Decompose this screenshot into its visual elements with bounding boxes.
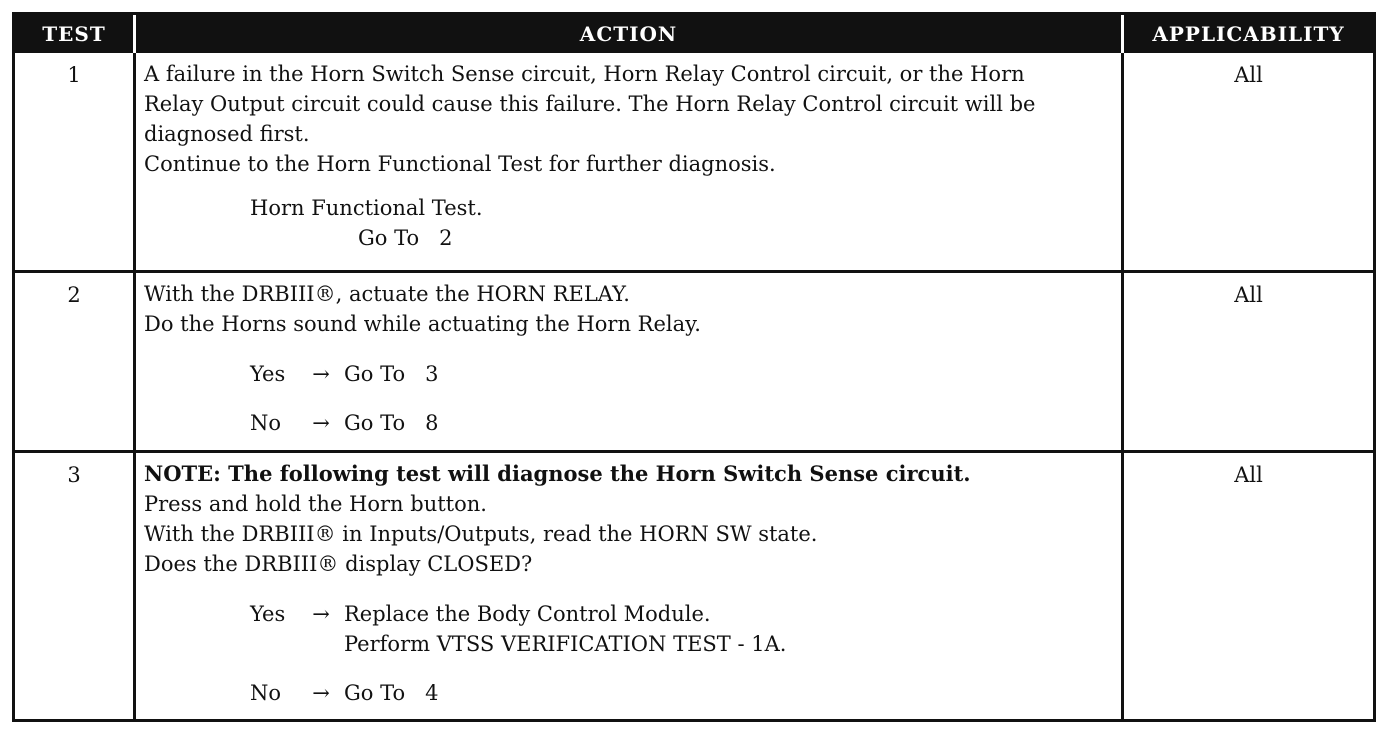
header-action: ACTION xyxy=(136,15,1121,53)
applicability-value: All xyxy=(1234,63,1263,87)
action-cell: With the DRBIII®, actuate the HORN RELAY… xyxy=(136,273,1121,450)
diagnostic-table: TEST ACTION APPLICABILITY 1 A failure in… xyxy=(12,12,1376,722)
action-text: Press and hold the Horn button. xyxy=(144,492,487,516)
action-text: Do the Horns sound while actuating the H… xyxy=(144,312,701,336)
action-text: diagnosed first. xyxy=(144,122,310,146)
step-title: Horn Functional Test. xyxy=(250,196,483,220)
step-goto: Go To 2 xyxy=(358,226,453,250)
option-yes: Yes → Go To 3 xyxy=(250,359,1121,389)
test-number: 2 xyxy=(67,283,81,307)
note-text: NOTE: The following test will diagnose t… xyxy=(144,461,971,486)
action-text: Continue to the Horn Functional Test for… xyxy=(144,152,776,176)
column-divider xyxy=(1121,53,1124,719)
action-text: With the DRBIII® in Inputs/Outputs, read… xyxy=(144,522,818,546)
row-divider xyxy=(15,450,1373,453)
arrow-icon: → xyxy=(312,602,330,626)
action-text: Does the DRBIII® display CLOSED? xyxy=(144,552,533,576)
arrow-icon: → xyxy=(312,411,330,435)
arrow-icon: → xyxy=(312,681,330,705)
arrow-icon: → xyxy=(312,362,330,386)
option-yes: Yes → Replace the Body Control Module. P… xyxy=(250,599,1121,659)
header-test: TEST xyxy=(15,15,133,53)
row-divider xyxy=(15,270,1373,273)
option-no: No → Go To 4 xyxy=(250,678,1121,708)
column-divider xyxy=(133,53,136,719)
action-text: With the DRBIII®, actuate the HORN RELAY… xyxy=(144,282,630,306)
option-no: No → Go To 8 xyxy=(250,408,1121,438)
action-text: Relay Output circuit could cause this fa… xyxy=(144,92,1036,116)
test-number: 3 xyxy=(67,463,81,487)
test-number: 1 xyxy=(67,63,81,87)
header-applicability: APPLICABILITY xyxy=(1124,15,1373,53)
action-text: A failure in the Horn Switch Sense circu… xyxy=(144,62,1025,86)
action-cell: A failure in the Horn Switch Sense circu… xyxy=(136,53,1121,270)
applicability-value: All xyxy=(1234,283,1263,307)
applicability-value: All xyxy=(1234,463,1263,487)
action-cell: NOTE: The following test will diagnose t… xyxy=(136,453,1121,719)
